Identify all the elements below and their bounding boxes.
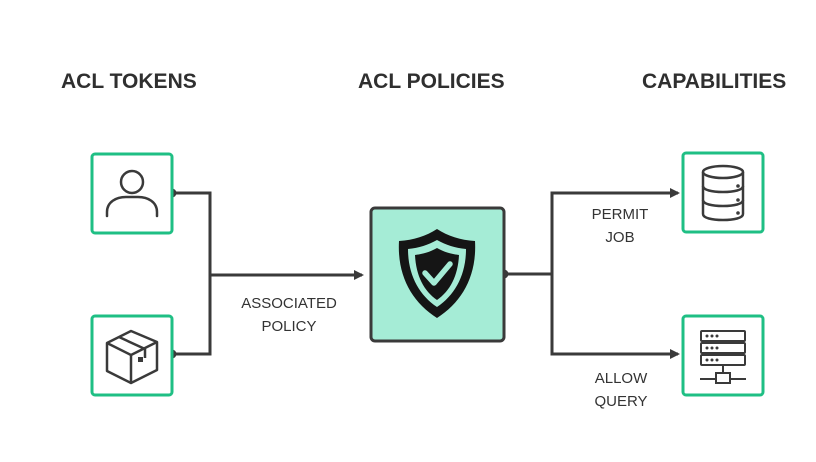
label-allow-query: ALLOW QUERY	[576, 367, 666, 413]
label-allow-line2: QUERY	[594, 393, 648, 410]
heading-acl-policies: ACL POLICIES	[358, 70, 505, 93]
heading-acl-tokens: ACL TOKENS	[61, 70, 197, 93]
database-icon	[701, 164, 745, 222]
connector-user-token	[172, 191, 212, 275]
capability-box-server	[681, 314, 765, 397]
capability-box-database	[681, 151, 765, 234]
label-associated-policy: ASSOCIATED POLICY	[229, 292, 349, 338]
shield-check-icon	[398, 229, 476, 318]
heading-capabilities: CAPABILITIES	[642, 70, 787, 93]
label-permit-line1: PERMIT	[591, 206, 649, 223]
label-associated-line1: ASSOCIATED	[241, 295, 337, 312]
server-network-icon	[700, 330, 746, 384]
arrow-permit-job	[550, 188, 680, 274]
arrow-allow-query	[550, 274, 680, 359]
box-icon	[105, 329, 159, 385]
label-permit-line2: JOB	[605, 229, 635, 246]
token-box-box	[90, 314, 174, 397]
capability-connectors	[504, 188, 680, 359]
label-associated-line2: POLICY	[261, 318, 317, 335]
user-icon	[105, 169, 159, 218]
token-connectors	[172, 191, 364, 356]
connector-box-token	[172, 275, 212, 356]
label-allow-line1: ALLOW	[594, 370, 648, 387]
token-box-user	[90, 152, 174, 235]
policy-box	[369, 206, 506, 343]
label-permit-job: PERMIT JOB	[575, 203, 665, 249]
